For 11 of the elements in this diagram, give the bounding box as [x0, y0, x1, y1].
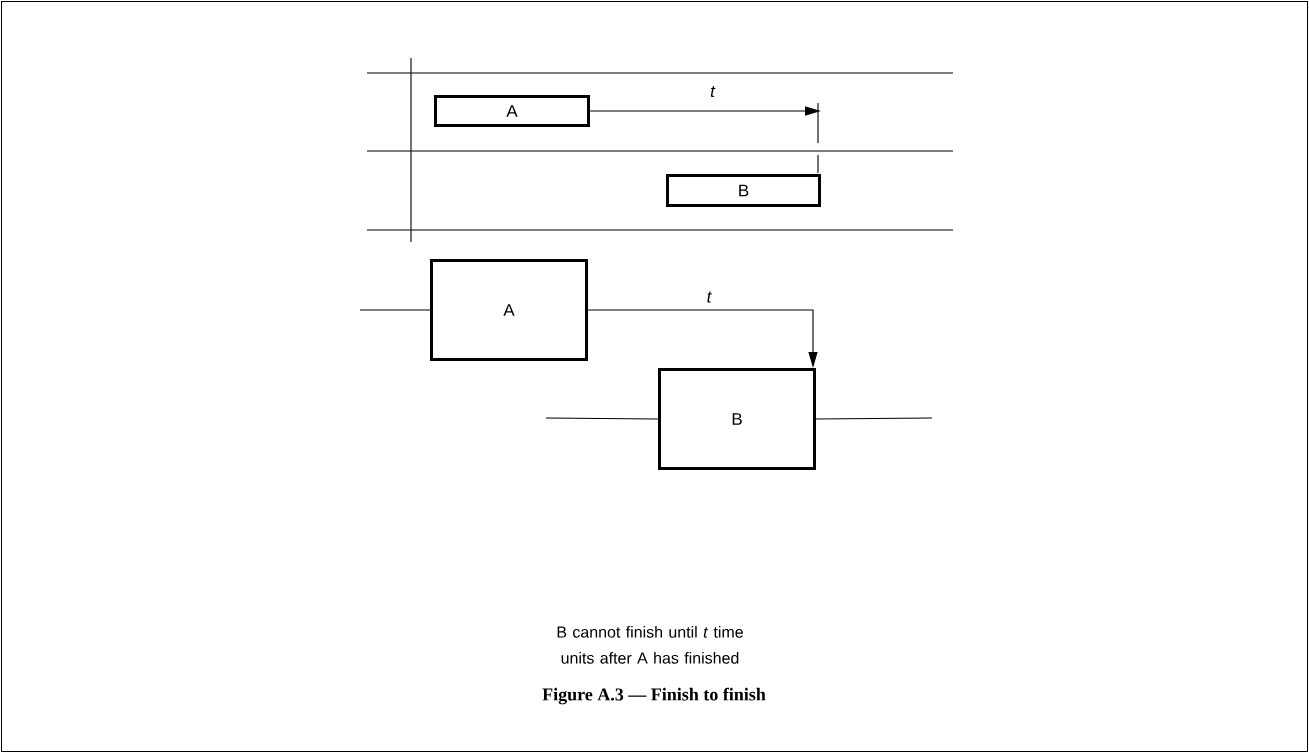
- activity-bar: A: [434, 95, 590, 127]
- edge-label: t: [710, 85, 716, 98]
- activity-box: A: [430, 259, 588, 361]
- figure-caption: Figure A.3 — Finish to finish: [542, 687, 766, 705]
- activity-box: B: [658, 368, 816, 470]
- connector-line: [359, 309, 431, 311]
- connector-line: [815, 417, 933, 420]
- connector-line: [545, 417, 659, 420]
- note-text: B cannot finish until t time units after A has finished: [557, 626, 743, 664]
- edge-label: t: [707, 291, 712, 303]
- activity-bar: B: [666, 174, 821, 207]
